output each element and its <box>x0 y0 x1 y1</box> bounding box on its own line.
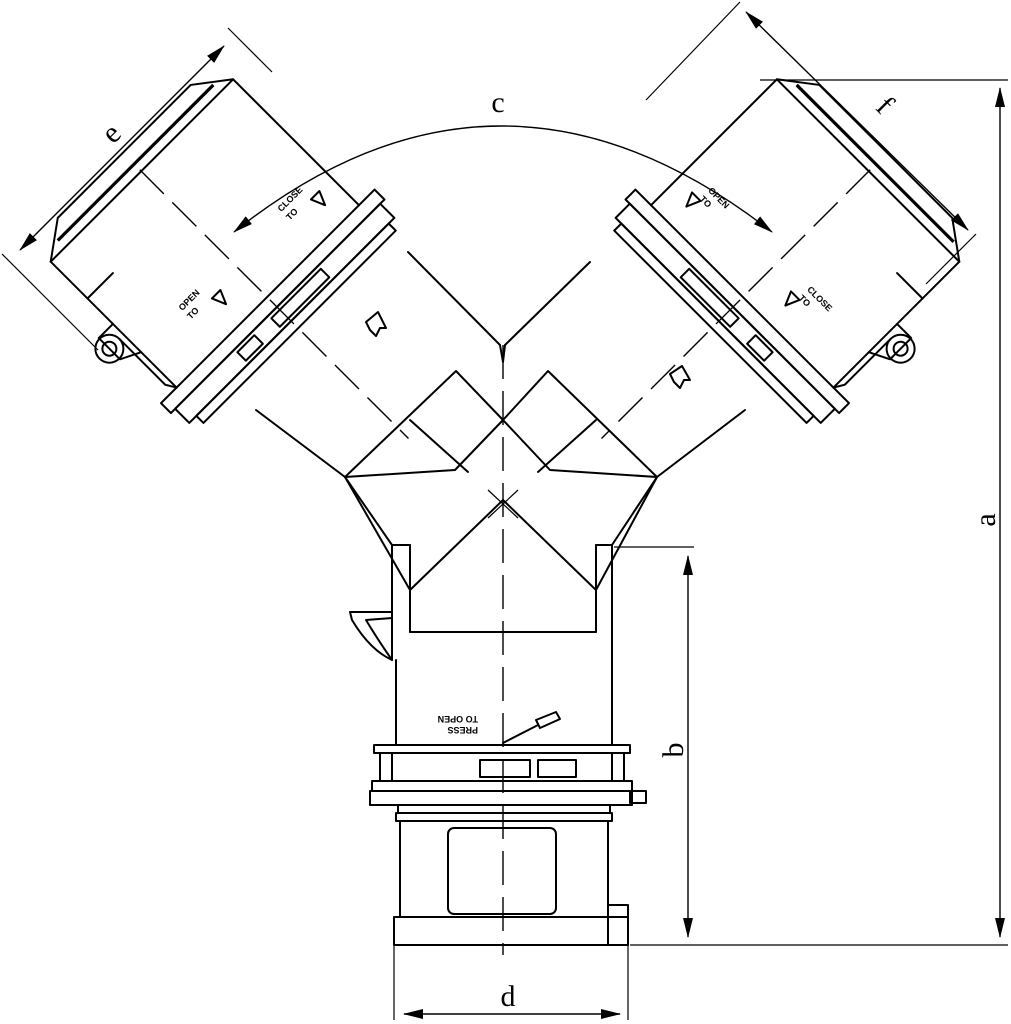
left-socket: CLOSE TO OPEN TO <box>49 78 409 439</box>
dimension-c: c <box>233 86 773 233</box>
right-arrow-mark <box>669 365 691 389</box>
label-a: a <box>969 513 1002 526</box>
label-f: f <box>870 90 900 120</box>
dimension-e: e <box>1 27 273 351</box>
dimension-d: d <box>393 945 629 1020</box>
base-marking-press: PRESS <box>447 725 478 735</box>
dimension-a: a <box>630 79 1008 946</box>
label-e: e <box>95 117 128 150</box>
label-c: c <box>491 86 504 119</box>
y-body <box>255 251 746 746</box>
label-d: d <box>501 980 516 1013</box>
label-b: b <box>657 743 690 758</box>
dimension-f: f <box>645 1 977 285</box>
base-plug: PRESS TO OPEN <box>369 711 647 946</box>
left-arrow-mark <box>365 311 387 337</box>
right-socket: OPEN TO CLOSE TO <box>601 78 961 439</box>
dimension-b: b <box>614 546 694 938</box>
base-marking-to-open: TO OPEN <box>438 714 478 724</box>
